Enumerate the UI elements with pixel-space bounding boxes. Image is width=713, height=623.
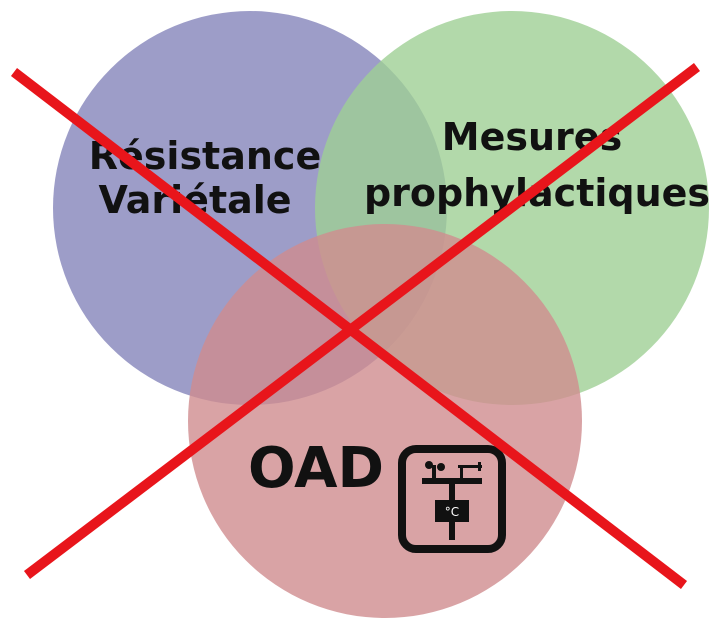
label-mesures-line1: Mesures [442, 115, 622, 159]
label-oad: OAD [248, 436, 384, 501]
celsius-label: °C [445, 505, 459, 519]
weather-station-icon: °C [398, 445, 506, 553]
circle-oad [188, 224, 582, 618]
cross-line-ascending [23, 63, 701, 579]
